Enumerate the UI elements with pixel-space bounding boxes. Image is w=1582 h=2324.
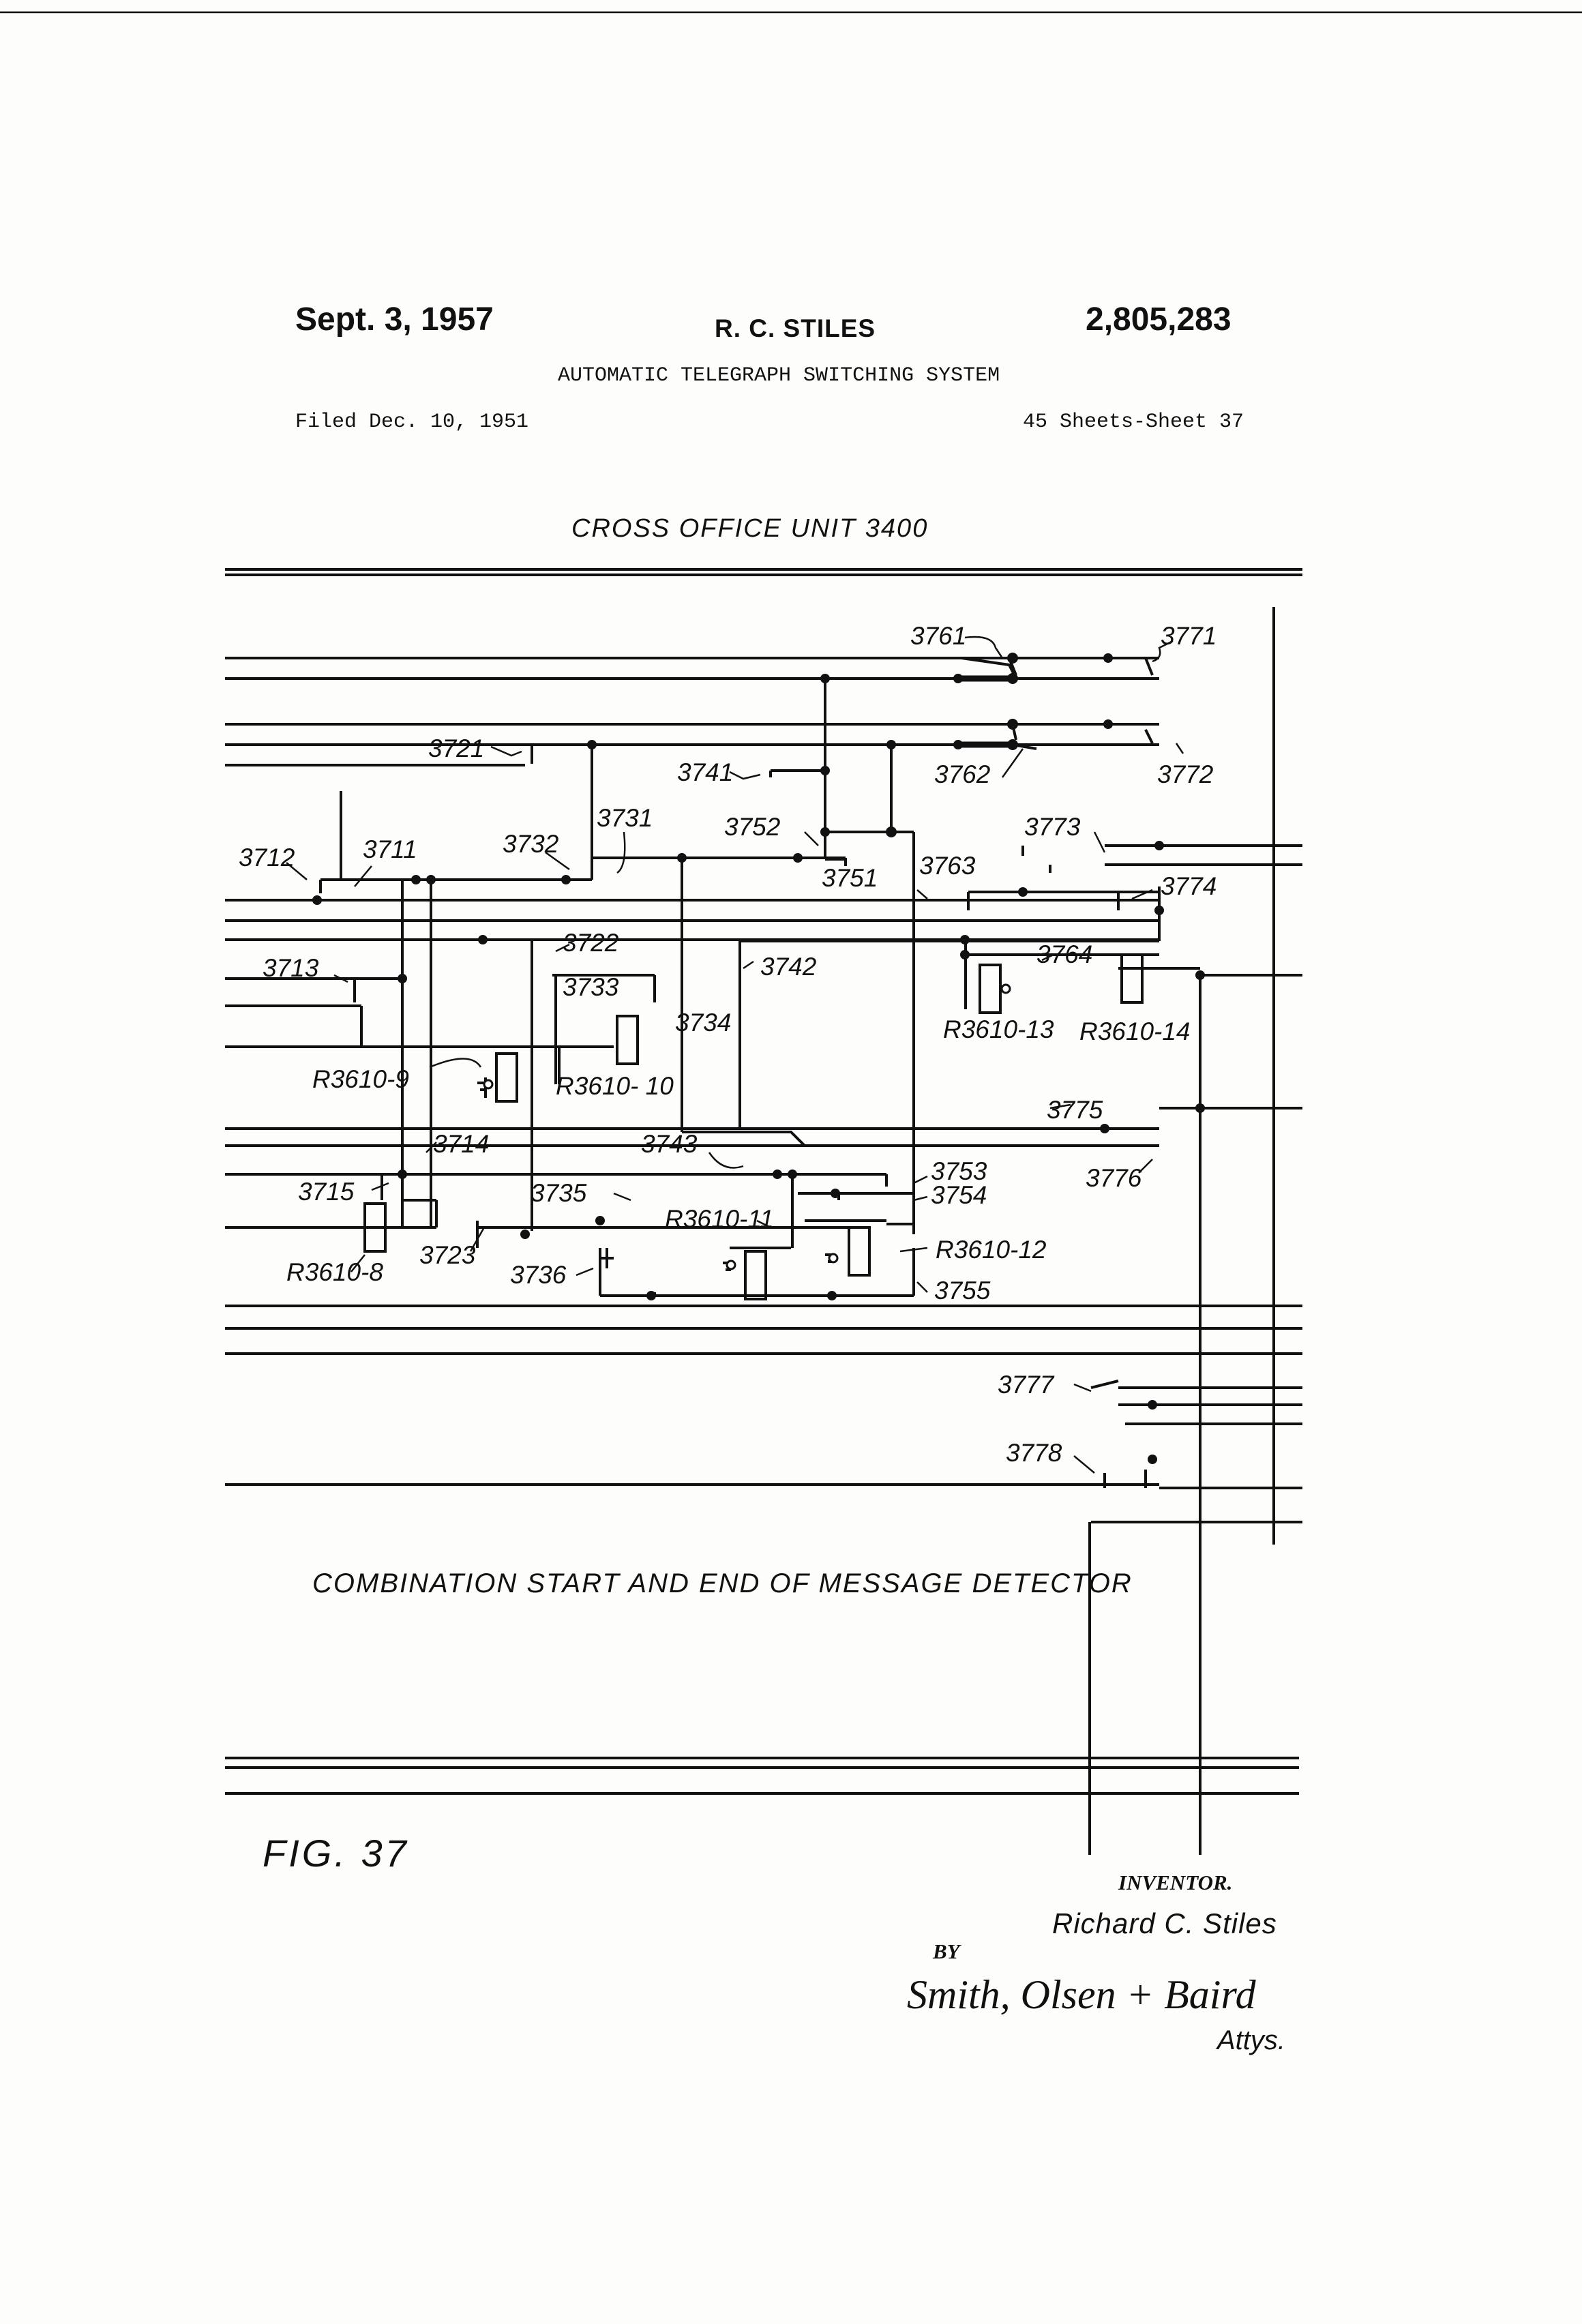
label-3743: 3743 (641, 1130, 698, 1158)
inventor-header-name: R. C. STILES (715, 314, 876, 342)
junction-dots (312, 653, 1205, 1464)
relay-coils (363, 953, 1144, 1300)
label-R3610-14: R3610-14 (1079, 1017, 1191, 1045)
relay-r3610-10 (616, 1015, 639, 1065)
label-3763: 3763 (919, 852, 976, 880)
relay-r3610-12 (848, 1226, 871, 1277)
attorney-signature: Smith, Olsen + Baird (907, 1972, 1256, 2017)
label-3778: 3778 (1006, 1439, 1062, 1467)
diagram-caption: COMBINATION START AND END OF MESSAGE DET… (312, 1568, 1133, 1598)
label-3721: 3721 (428, 734, 484, 762)
frame-rules (225, 568, 1302, 1795)
label-R3610-8: R3610-8 (286, 1258, 383, 1286)
patent-date: Sept. 3, 1957 (295, 301, 494, 338)
label-3762: 3762 (934, 760, 991, 788)
label-3752: 3752 (724, 813, 781, 841)
patent-number: 2,805,283 (1086, 301, 1232, 338)
label-3734: 3734 (675, 1009, 731, 1037)
label-3774: 3774 (1161, 872, 1217, 900)
relay-r3610-11 (744, 1250, 767, 1300)
unit-title: CROSS OFFICE UNIT 3400 (571, 514, 929, 543)
label-3711: 3711 (363, 835, 417, 863)
attys-label: Attys. (1217, 2025, 1286, 2055)
relay-r3610-8 (363, 1202, 387, 1253)
relay-r3610-9 (495, 1052, 518, 1103)
label-3751: 3751 (822, 864, 878, 892)
label-3776: 3776 (1086, 1164, 1142, 1192)
label-3742: 3742 (760, 953, 817, 981)
label-3753: 3753 (931, 1157, 987, 1185)
label-3761: 3761 (910, 622, 966, 650)
label-3722: 3722 (563, 929, 619, 957)
label-3771: 3771 (1161, 622, 1217, 650)
patent-title: AUTOMATIC TELEGRAPH SWITCHING SYSTEM (558, 364, 1000, 387)
filed-date: Filed Dec. 10, 1951 (295, 411, 529, 434)
by-label: BY (933, 1939, 960, 1963)
label-3772: 3772 (1157, 760, 1214, 788)
relay-r3610-14 (1120, 953, 1144, 1004)
label-3736: 3736 (510, 1261, 567, 1289)
label-3735: 3735 (531, 1179, 587, 1207)
label-3777: 3777 (998, 1371, 1055, 1399)
relay-r3610-13 (979, 964, 1002, 1014)
label-3731: 3731 (597, 804, 653, 832)
label-R3610-9: R3610-9 (312, 1065, 409, 1093)
label-R3610-13: R3610-13 (943, 1015, 1054, 1043)
label-3732: 3732 (503, 830, 559, 858)
inventor-heading: INVENTOR. (1118, 1871, 1233, 1894)
label-3713: 3713 (263, 954, 319, 982)
label-3754: 3754 (931, 1181, 987, 1209)
label-3741: 3741 (677, 758, 733, 786)
figure-label: FIG. 37 (263, 1832, 409, 1875)
label-R3610-10: R3610- 10 (556, 1072, 674, 1100)
label-leaders (286, 636, 1184, 1474)
label-R3610-12: R3610-12 (936, 1236, 1047, 1264)
label-3714: 3714 (433, 1130, 489, 1158)
label-3764: 3764 (1036, 940, 1092, 968)
label-3773: 3773 (1024, 813, 1081, 841)
sheet-count: 45 Sheets-Sheet 37 (1023, 411, 1244, 434)
label-3723: 3723 (419, 1241, 476, 1269)
label-3712: 3712 (239, 844, 295, 872)
inventor-name: Richard C. Stiles (1052, 1907, 1277, 1939)
label-3755: 3755 (934, 1277, 991, 1305)
label-3775: 3775 (1047, 1096, 1103, 1124)
label-R3610-11: R3610-11 (665, 1205, 774, 1233)
label-3733: 3733 (563, 973, 619, 1001)
diagram-labels: 3761 3771 3762 3772 3721 3741 3773 3731 … (239, 622, 1217, 1467)
label-3715: 3715 (298, 1178, 355, 1206)
contact-wiring (319, 657, 1200, 1488)
